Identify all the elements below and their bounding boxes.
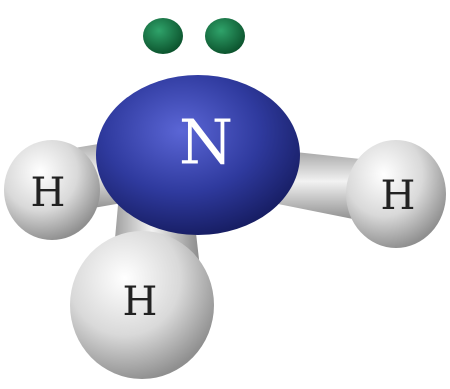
lone-pair-electron — [205, 18, 245, 54]
nitrogen-label: N — [179, 106, 233, 179]
hydrogen-atom-sphere — [346, 140, 446, 248]
hydrogen-label: H — [31, 170, 66, 216]
hydrogen-atom-sphere — [4, 140, 100, 240]
nitrogen-atom-sphere — [96, 75, 300, 235]
hydrogen-left: H — [4, 140, 100, 240]
lone-pair-electron — [143, 18, 183, 54]
hydrogen-bottom: H — [70, 231, 214, 379]
hydrogen-right: H — [346, 140, 446, 248]
hydrogen-label: H — [123, 279, 158, 325]
lone-pair — [143, 18, 245, 54]
hydrogen-label: H — [381, 173, 416, 219]
hydrogen-atom-sphere — [70, 231, 214, 379]
nitrogen-atom: N — [96, 75, 300, 235]
